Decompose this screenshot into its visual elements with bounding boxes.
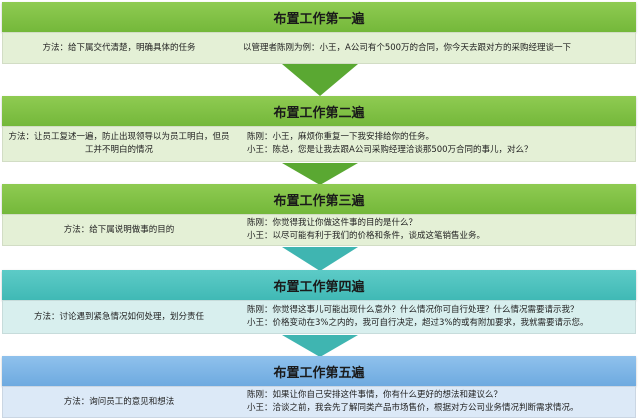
- step-3-example-line-2: 小王：以尽可能有利于我们的价格和条件，谈成这笔销售业务。: [247, 231, 486, 241]
- step-3-body: 方法：给下属说明做事的目的 陈刚：你觉得我让你做这件事的目的是什么？ 小王：以尽…: [2, 214, 636, 246]
- step-4-example-line-1: 陈刚：你觉得这事儿可能出现什么意外？什么情况你可自行处理？什么情况需要请示我？: [247, 305, 579, 315]
- arrow-down-icon: [282, 335, 358, 357]
- step-5-example-line-2: 小王：洽谈之前，我会先了解同类产品市场售价，根据对方公司业务情况判断需求情况。: [247, 403, 579, 413]
- step-3-title: 布置工作第三遍: [2, 184, 636, 214]
- step-2-example-line-2: 小王：陈总，您是让我去跟A公司采购经理洽谈那500万合同的事儿，对么？: [247, 145, 533, 155]
- step-1-example: 以管理者陈刚为例：小王，A公司有个500万的合同，你今天去跟对方的采购经理谈一下: [235, 33, 635, 63]
- step-5-method: 方法：询问员工的意见和想法: [63, 396, 175, 407]
- step-2-body: 方法：让员工复述一遍，防止出现领导以为员工明白，但员工并不明白的情况 陈刚：小王…: [2, 126, 636, 162]
- step-2-example: 陈刚：小王，麻烦你重复一下我安排给你的任务。 小王：陈总，您是让我去跟A公司采购…: [235, 127, 635, 161]
- step-1-example-line-1: 以管理者陈刚为例：小王，A公司有个500万的合同，你今天去跟对方的采购经理谈一下: [243, 42, 572, 53]
- step-2-method: 方法：让员工复述一遍，防止出现领导以为员工明白，但员工并不明白的情况: [8, 132, 230, 155]
- step-1-method: 方法：给下属交代清楚，明确具体的任务: [42, 42, 196, 53]
- step-3-example-line-1: 陈刚：你觉得我让你做这件事的目的是什么？: [247, 218, 418, 228]
- step-2-example-line-1: 陈刚：小王，麻烦你重复一下我安排给你的任务。: [247, 132, 435, 142]
- step-5-example-line-1: 陈刚：如果让你自己安排这件事情，你有什么更好的想法和建议么？: [247, 390, 503, 400]
- step-5-example: 陈刚：如果让你自己安排这件事情，你有什么更好的想法和建议么？ 小王：洽谈之前，我…: [235, 387, 635, 417]
- arrow-down-icon: [282, 247, 358, 271]
- step-3-method: 方法：给下属说明做事的目的: [63, 224, 175, 235]
- arrow-down-icon: [282, 64, 358, 96]
- step-3-example: 陈刚：你觉得我让你做这件事的目的是什么？ 小王：以尽可能有利于我们的价格和条件，…: [235, 215, 635, 245]
- step-1-title: 布置工作第一遍: [2, 2, 636, 32]
- step-2-title: 布置工作第二遍: [2, 96, 636, 126]
- step-4-title: 布置工作第四遍: [2, 270, 636, 300]
- step-5-title: 布置工作第五遍: [2, 356, 636, 386]
- step-4-body: 方法：讨论遇到紧急情况如何处理，划分责任 陈刚：你觉得这事儿可能出现什么意外？什…: [2, 300, 636, 334]
- step-4-example-line-2: 小王：价格变动在3%之内的，我可自行决定，超过3%的或有附加要求，我就需要请示您…: [247, 318, 589, 328]
- step-4-method: 方法：讨论遇到紧急情况如何处理，划分责任: [33, 311, 204, 322]
- arrow-down-icon: [282, 163, 358, 185]
- step-4-example: 陈刚：你觉得这事儿可能出现什么意外？什么情况你可自行处理？什么情况需要请示我？ …: [235, 301, 635, 333]
- step-5-body: 方法：询问员工的意见和想法 陈刚：如果让你自己安排这件事情，你有什么更好的想法和…: [2, 386, 636, 418]
- step-1-body: 方法：给下属交代清楚，明确具体的任务 以管理者陈刚为例：小王，A公司有个500万…: [2, 32, 636, 64]
